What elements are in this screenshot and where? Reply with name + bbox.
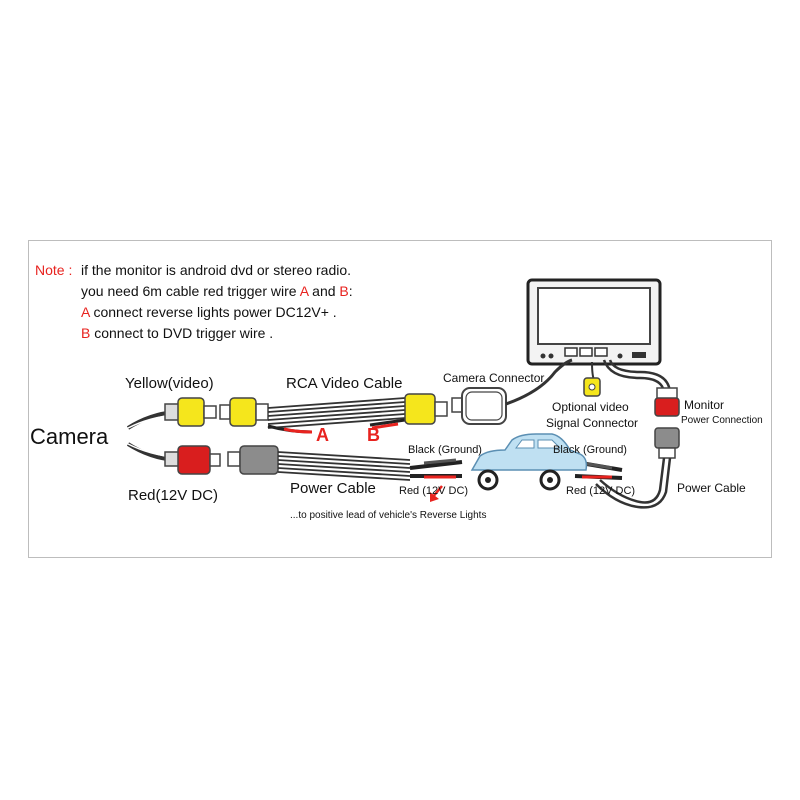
trigger-a-label: A [316,425,329,445]
note-line-1: if the monitor is android dvd or stereo … [81,262,352,278]
reverse-lights-arrow-icon [430,485,443,502]
monitor-power-cable [602,359,672,393]
ground-red-wires-left [409,458,463,479]
reverse-lights-label: ...to positive lead of vehicle's Reverse… [290,510,487,521]
rca-yellow-connector-right [404,393,448,425]
power-connection-label: Power Connection [681,415,763,426]
camera-connector-plug [451,387,507,425]
rca-yellow-connector-left [219,397,269,427]
signal-connector-label: Signal Connector [546,416,639,430]
note-line-3: A connect reverse lights power DC12V+ . [81,304,337,320]
note-letter-b: B [339,283,349,299]
note-line-2: you need 6m cable red trigger wire A and… [81,283,353,299]
power-cable-right-wire [595,457,672,509]
red-dc-right-label: Red (12V DC) [566,485,636,497]
camera-label: Camera [30,424,109,449]
power-grey-connector-right [654,427,680,459]
monitor-icon [526,278,662,366]
optional-video-connector [583,361,601,397]
rca-video-cable-label: RCA Video Cable [286,375,403,392]
note-prefix: Note : [35,262,73,278]
yellow-video-label: Yellow(video) [125,375,214,392]
camera-cable-to-monitor [505,358,573,406]
red-dc-label: Red(12V DC) [128,487,219,504]
trigger-wire-b [369,418,406,430]
car-icon [470,433,588,491]
monitor-red-plug [654,387,680,417]
camera-red-plug [164,445,221,475]
note-line-4: B connect to DVD trigger wire . [81,325,274,341]
note-letter-a: A [299,283,309,299]
diagram-border [28,240,772,558]
optional-video-label: Optional video [552,400,629,414]
camera-connector-label: Camera Connector [443,371,545,385]
black-ground-left-label: Black (Ground) [408,444,482,456]
black-ground-right-label: Black (Ground) [553,444,627,456]
power-cable-bundle [277,451,411,481]
red-dc-left-label: Red (12V DC) [399,485,469,497]
power-grey-connector-left [227,445,279,475]
power-cable-right-label: Power Cable [677,481,746,495]
power-cable-left-label: Power Cable [290,480,376,497]
monitor-label: Monitor [684,398,725,412]
trigger-wire-a [267,424,313,434]
rca-video-cable-bundle [267,397,406,429]
trigger-b-label: B [367,425,380,445]
camera-yellow-plug [164,397,217,427]
